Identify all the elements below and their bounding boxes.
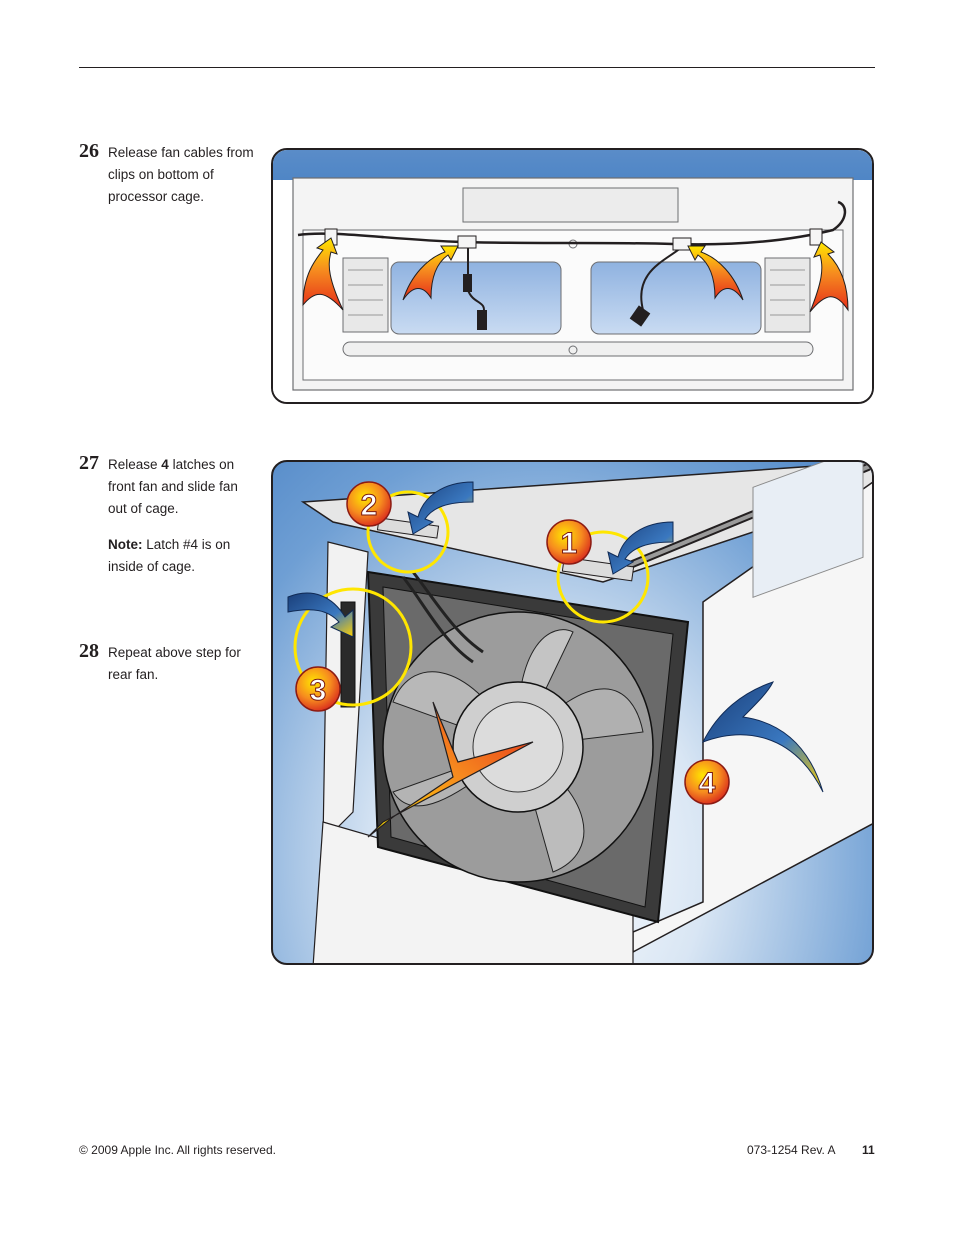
step-number: 27 xyxy=(79,452,99,474)
instruction-part: latches on front fan and slide fan out o… xyxy=(108,457,238,516)
step-number: 28 xyxy=(79,640,99,662)
footer-copyright: © 2009 Apple Inc. All rights reserved. xyxy=(79,1143,276,1157)
step-instruction: Repeat above step for rear fan. xyxy=(108,645,241,682)
latch-count: 4 xyxy=(161,457,169,472)
step-instruction: Release 4 latches on front fan and slide… xyxy=(108,453,254,520)
step-28: 28 Repeat above step for rear fan. xyxy=(79,641,254,686)
step-note: Note: Latch #4 is on inside of cage. xyxy=(108,534,254,578)
footer-page-number: 11 xyxy=(862,1143,875,1157)
instruction-part: Release xyxy=(108,457,162,472)
note-text: Latch #4 is on inside of cage. xyxy=(108,537,231,574)
step-26: 26 Release fan cables from clips on bott… xyxy=(79,141,254,208)
footer-doc-id: 073-1254 Rev. A xyxy=(747,1143,836,1157)
step-number: 26 xyxy=(79,140,99,162)
header-rule xyxy=(79,67,875,68)
fan-cable-clips-illustration xyxy=(271,148,874,404)
step-27: 27 Release 4 latches on front fan and sl… xyxy=(79,453,254,578)
step-instruction: Release fan cables from clips on bottom … xyxy=(108,145,254,204)
note-label: Note: xyxy=(108,537,143,552)
fan-latches-illustration: 2 1 3 4 xyxy=(271,460,874,965)
